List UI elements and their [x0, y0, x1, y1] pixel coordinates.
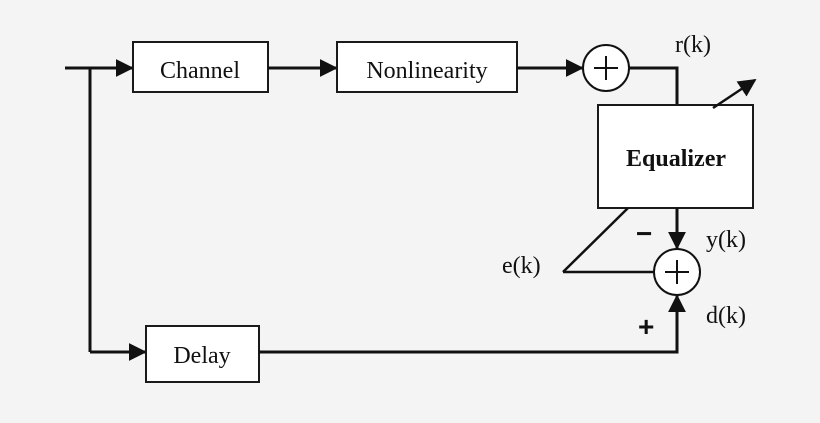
e-signal-label: e(k) — [502, 253, 541, 279]
y-signal-label: y(k) — [706, 227, 746, 253]
channel-label: Channel — [160, 58, 240, 84]
d-signal-label: d(k) — [706, 303, 746, 329]
equalizer-block — [597, 104, 754, 209]
sum-to-equalizer-line — [629, 66, 679, 105]
delay-block — [145, 325, 260, 383]
delay-label: Delay — [173, 343, 230, 369]
plus-sign: + — [638, 311, 654, 342]
channel-block — [132, 41, 269, 93]
equalizer-label: Equalizer — [626, 146, 726, 172]
nonlinearity-label: Nonlinearity — [366, 58, 487, 84]
nonlinearity-block — [336, 41, 518, 93]
r-signal-label: r(k) — [675, 32, 711, 58]
adaptation-arrow-upper — [712, 78, 757, 110]
delay-to-sum-line — [259, 294, 686, 354]
adaptation-line-lower — [562, 207, 629, 273]
minus-sign: − — [636, 218, 652, 249]
